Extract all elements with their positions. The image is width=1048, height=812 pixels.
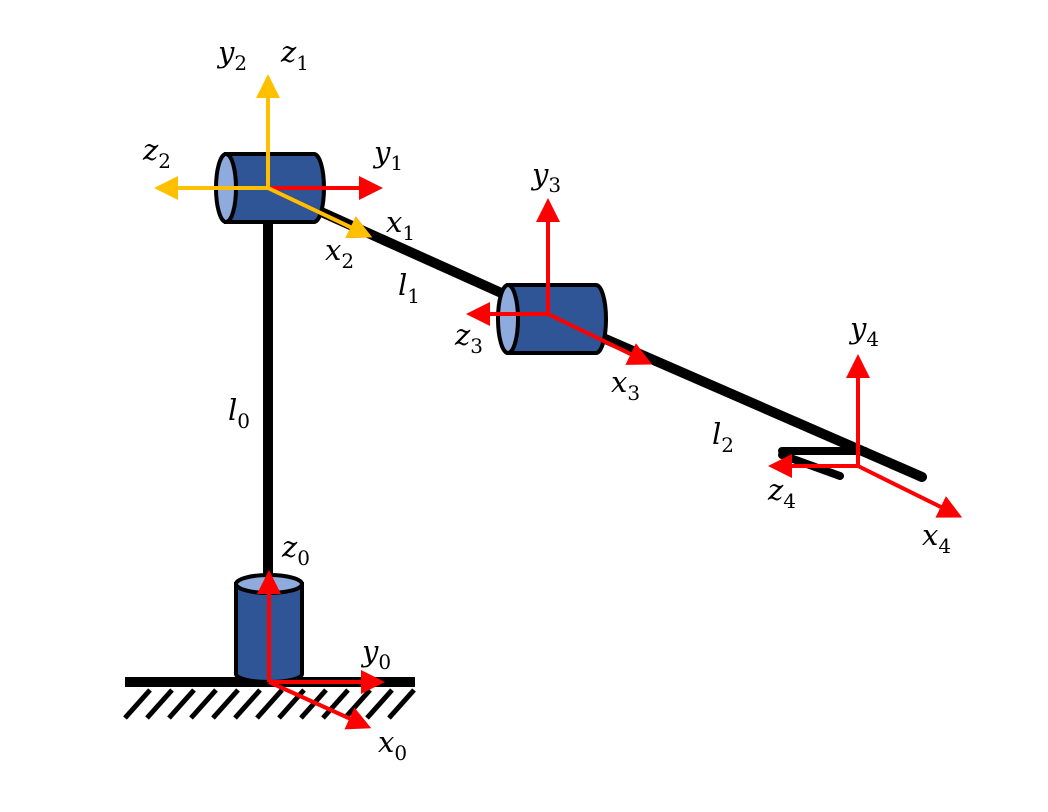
label-l1: l1 xyxy=(398,268,420,308)
label-l0: l0 xyxy=(228,393,250,433)
label-x2: x2 xyxy=(325,233,354,273)
ground xyxy=(123,677,416,720)
ground-hatching xyxy=(123,688,416,720)
x4-axis-arrow xyxy=(857,464,963,518)
joint-3 xyxy=(496,283,608,355)
links xyxy=(263,183,927,580)
x3-axis-arrow xyxy=(547,312,653,365)
label-z2: z2 xyxy=(142,133,171,173)
label-y2: y2 xyxy=(216,35,247,75)
label-y4: y4 xyxy=(848,311,879,351)
label-y3: y3 xyxy=(530,157,561,197)
x2-axis-arrow xyxy=(267,186,373,238)
label-y1: y1 xyxy=(372,135,403,175)
label-x1: x1 xyxy=(386,205,415,245)
label-z4: z4 xyxy=(767,473,796,513)
x0-axis-arrow xyxy=(268,680,372,730)
frame-1-2 xyxy=(154,74,383,238)
label-z0: z0 xyxy=(281,530,310,570)
frame-3 xyxy=(466,198,653,365)
label-l2: l2 xyxy=(712,417,734,457)
label-y0: y0 xyxy=(360,634,391,674)
label-x0: x0 xyxy=(378,725,407,765)
frame-4 xyxy=(768,354,963,518)
label-z3: z3 xyxy=(454,318,483,358)
label-x4: x4 xyxy=(922,518,951,558)
label-x3: x3 xyxy=(611,365,640,405)
label-z1: z1 xyxy=(280,35,309,75)
labels: l0 l1 l2 x0 y0 z0 x1 y1 z1 x2 y2 z2 x3 y… xyxy=(142,35,951,765)
gripper xyxy=(778,447,869,480)
frame-0 xyxy=(257,570,385,730)
